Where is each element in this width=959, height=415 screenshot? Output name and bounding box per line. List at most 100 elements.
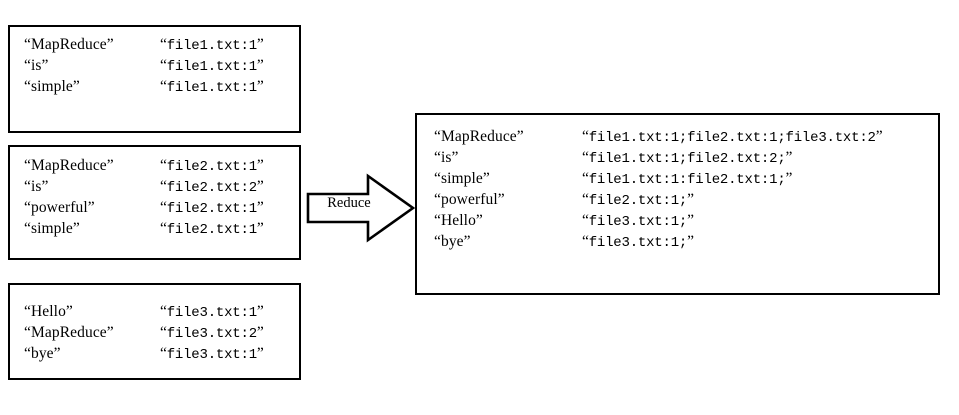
open-quote: “ [160,345,167,362]
close-quote: ” [256,178,264,195]
open-quote: “ [582,149,589,166]
record-key: “bye” [24,343,160,364]
record-key-text: powerful [440,191,498,208]
close-quote: ” [516,128,524,145]
close-quote: ” [687,233,694,250]
record-key: “powerful” [24,197,160,218]
record-value-text: file1.txt:1 [166,59,257,75]
record-value: “file2.txt:1” [160,218,264,241]
close-quote: ” [256,303,264,320]
close-quote: ” [875,128,883,145]
open-quote: “ [24,157,31,174]
close-quote: ” [687,191,694,208]
open-quote: “ [160,78,167,95]
record-row: “is”“file1.txt:1;file2.txt:2;” [434,147,932,168]
record-list: “MapReduce”“file1.txt:1;file2.txt:1;file… [434,126,932,252]
record-value-text: file1.txt:1 [166,80,257,96]
reduce-output-box: “MapReduce”“file1.txt:1;file2.txt:1;file… [415,113,940,295]
open-quote: “ [24,303,31,320]
record-row: “MapReduce”“file1.txt:1” [24,34,293,55]
record-value-text: file3.txt:2 [166,326,257,342]
record-key-text: MapReduce [30,157,107,174]
record-key: “MapReduce” [24,34,160,55]
close-quote: ” [65,303,73,320]
map-output-box-file1: “MapReduce”“file1.txt:1” “is”“file1.txt:… [8,25,301,133]
record-row: “bye”“file3.txt:1” [24,343,293,364]
open-quote: “ [434,233,441,250]
record-key: “simple” [24,218,160,239]
record-list: “MapReduce”“file2.txt:1” “is”“file2.txt:… [24,155,293,239]
record-value-text: file2.txt:1 [166,201,257,217]
record-value-text: file1.txt:1;file2.txt:1;file3.txt:2 [588,130,876,146]
record-value: “file1.txt:1” [160,55,264,78]
open-quote: “ [24,36,31,53]
open-quote: “ [160,36,167,53]
record-row: “bye”“file3.txt:1;” [434,231,932,252]
record-value-text: file3.txt:1; [588,214,688,230]
record-key-text: MapReduce [30,36,107,53]
record-list: “Hello”“file3.txt:1” “MapReduce”“file3.t… [24,301,293,364]
record-value: “file3.txt:1” [160,343,264,366]
record-value-text: file2.txt:1 [166,159,257,175]
record-value: “file2.txt:1” [160,155,264,178]
close-quote: ” [256,220,264,237]
close-quote: ” [72,78,80,95]
record-key: “simple” [24,76,160,97]
close-quote: ” [256,345,264,362]
record-value: “file3.txt:1;” [582,210,694,233]
close-quote: ” [106,36,114,53]
close-quote: ” [256,324,264,341]
close-quote: ” [106,157,114,174]
record-key-text: MapReduce [30,324,107,341]
record-row: “Hello”“file3.txt:1” [24,301,293,322]
record-key-text: simple [30,78,73,95]
close-quote: ” [256,157,264,174]
record-key-text: simple [30,220,73,237]
close-quote: ” [256,78,264,95]
map-output-box-file2: “MapReduce”“file2.txt:1” “is”“file2.txt:… [8,145,301,260]
record-value: “file3.txt:2” [160,322,264,345]
record-key-text: simple [440,170,483,187]
record-row: “MapReduce”“file2.txt:1” [24,155,293,176]
record-key: “simple” [434,168,582,189]
record-row: “powerful”“file2.txt:1;” [434,189,932,210]
record-key: “powerful” [434,189,582,210]
record-key-text: bye [440,233,464,250]
record-list: “MapReduce”“file1.txt:1” “is”“file1.txt:… [24,34,293,97]
record-key: “MapReduce” [434,126,582,147]
record-key-text: bye [30,345,54,362]
record-row: “simple”“file1.txt:1:file2.txt:1;” [434,168,932,189]
open-quote: “ [160,157,167,174]
record-value-text: file1.txt:1 [166,38,257,54]
record-value-text: file1.txt:1;file2.txt:2; [588,151,786,167]
close-quote: ” [785,170,793,187]
open-quote: “ [24,57,31,74]
record-value: “file3.txt:1;” [582,231,694,254]
record-key-text: Hello [30,303,66,320]
open-quote: “ [160,178,167,195]
close-quote: ” [41,178,49,195]
record-row: “Hello”“file3.txt:1;” [434,210,932,231]
open-quote: “ [24,78,31,95]
record-row: “MapReduce”“file1.txt:1;file2.txt:1;file… [434,126,932,147]
open-quote: “ [582,212,589,229]
close-quote: ” [106,324,114,341]
record-value-text: file1.txt:1:file2.txt:1; [588,172,786,188]
record-key: “is” [24,176,160,197]
record-key: “is” [434,147,582,168]
close-quote: ” [53,345,61,362]
record-key-text: is [440,149,452,166]
record-key: “Hello” [24,301,160,322]
open-quote: “ [160,199,167,216]
open-quote: “ [582,233,589,250]
record-key: “Hello” [434,210,582,231]
record-value-text: file2.txt:1; [588,193,688,209]
open-quote: “ [24,345,31,362]
close-quote: ” [87,199,95,216]
reduce-arrow-label: Reduce [327,195,371,211]
record-key-text: is [30,57,42,74]
record-key: “bye” [434,231,582,252]
open-quote: “ [582,170,589,187]
record-value-text: file3.txt:1; [588,235,688,251]
record-value-text: file3.txt:1 [166,347,257,363]
